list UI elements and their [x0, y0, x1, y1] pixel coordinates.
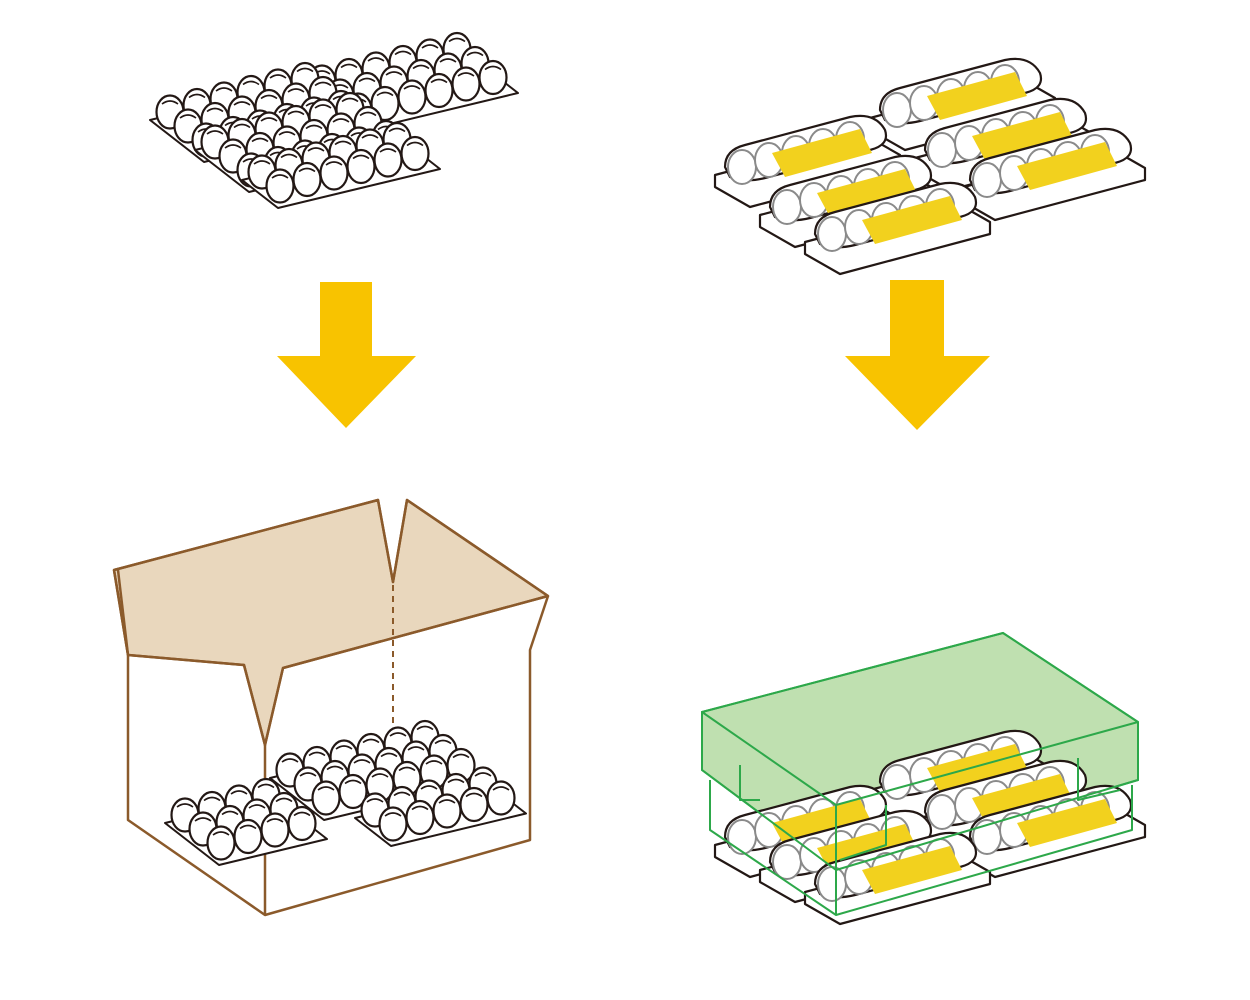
egg — [424, 72, 454, 109]
egg — [927, 794, 957, 830]
egg — [727, 819, 757, 855]
box-egg-trays — [164, 719, 527, 866]
egg — [486, 780, 516, 816]
egg — [292, 161, 322, 198]
egg-tray — [241, 121, 441, 209]
egg — [400, 135, 430, 172]
egg — [206, 825, 236, 861]
egg — [405, 799, 435, 836]
egg — [478, 59, 508, 96]
pack-label-band — [927, 744, 1027, 792]
egg-packs-group — [713, 57, 1147, 276]
pack-label-band — [862, 846, 962, 894]
egg — [373, 142, 403, 178]
egg — [287, 805, 317, 842]
egg — [265, 168, 295, 204]
egg — [772, 844, 802, 880]
egg — [397, 79, 427, 115]
egg — [432, 793, 462, 829]
loose-egg-trays-group — [149, 31, 519, 209]
egg — [346, 148, 376, 185]
pack-label-band — [772, 129, 872, 177]
egg — [378, 806, 408, 842]
egg — [882, 92, 912, 128]
egg — [260, 812, 290, 848]
egg — [972, 162, 1002, 198]
container-outline — [701, 632, 1139, 916]
egg — [311, 780, 341, 816]
pack-label-band — [972, 112, 1072, 160]
egg-tray — [164, 777, 328, 866]
box-top-flap — [112, 498, 550, 747]
left-down-arrow — [277, 282, 416, 428]
egg — [817, 216, 847, 252]
egg — [233, 818, 263, 855]
container-egg-packs — [713, 729, 1147, 926]
egg-pack — [803, 831, 992, 926]
egg — [927, 132, 957, 168]
egg — [882, 764, 912, 800]
egg-pack — [958, 784, 1147, 879]
egg — [817, 866, 847, 902]
egg — [727, 149, 757, 185]
pack-label-band — [862, 196, 962, 244]
pack-label-band — [972, 774, 1072, 822]
egg — [451, 66, 481, 102]
egg-pack — [713, 114, 902, 209]
egg — [459, 786, 489, 823]
pack-label-band — [1017, 142, 1117, 190]
right-down-arrow — [845, 280, 990, 430]
egg-pack — [868, 729, 1057, 824]
pack-label-band — [817, 169, 917, 217]
pack-label-band — [927, 72, 1027, 120]
egg — [772, 189, 802, 225]
egg — [319, 155, 349, 191]
cardboard-box-with-trays — [112, 498, 550, 917]
egg-pack — [803, 181, 992, 276]
pack-label-band — [1017, 799, 1117, 847]
reusable-container-with-packs — [701, 631, 1147, 926]
egg-pack — [958, 127, 1147, 222]
egg-tray — [354, 766, 527, 847]
pack-label-band — [772, 799, 872, 847]
egg-pack — [868, 57, 1057, 152]
